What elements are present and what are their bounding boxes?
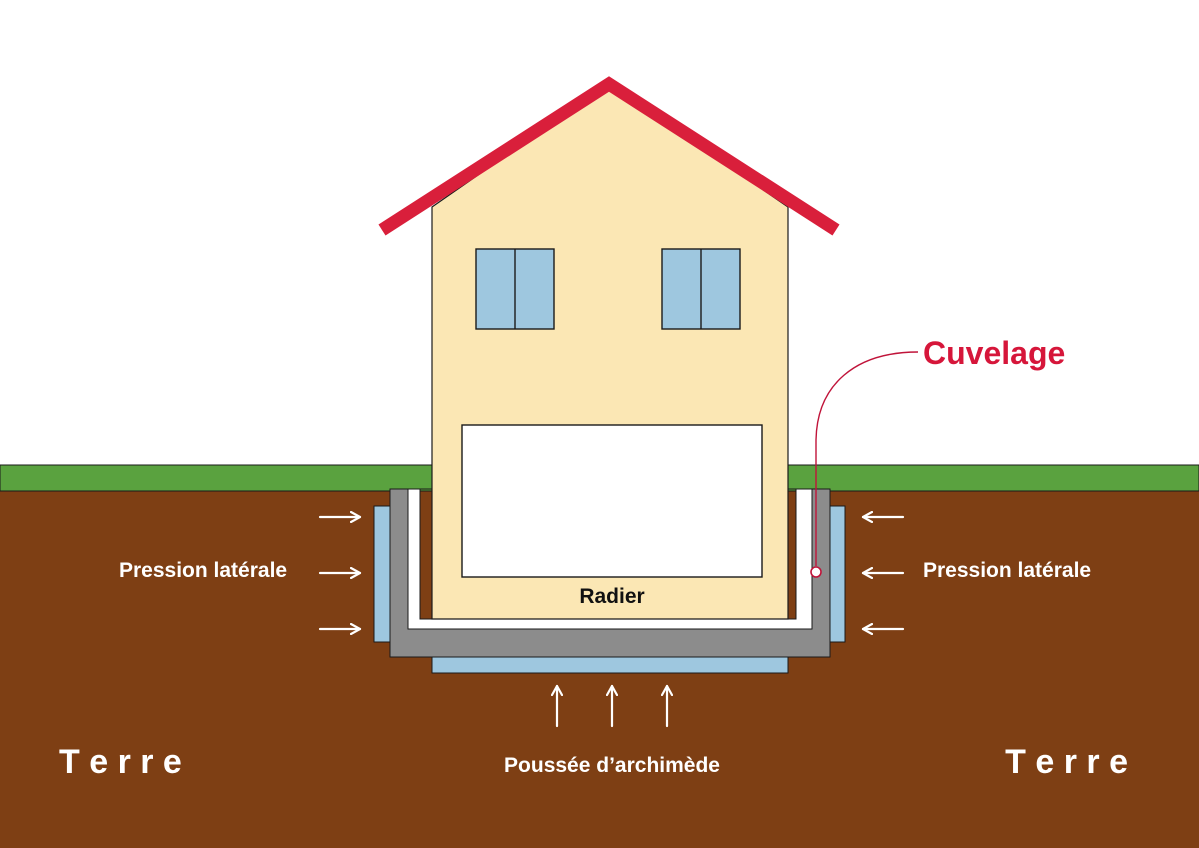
radier-label: Radier [579, 585, 644, 608]
inner-lining [407, 488, 813, 630]
window-left [475, 248, 555, 330]
garage-opening [461, 424, 763, 578]
membrane-right [828, 505, 846, 643]
terre-left-label: T e r r e [59, 743, 182, 781]
grass-right [787, 464, 1199, 492]
pression-laterale-left-label: Pression latérale [119, 559, 287, 582]
cuvelage-leader-line [815, 351, 919, 566]
poussee-archimede-label: Poussée d’archimède [504, 754, 720, 777]
grass-left [0, 464, 433, 492]
cuvelage-pointer-dot [810, 566, 822, 578]
cuvelage-label: Cuvelage [923, 335, 1065, 371]
window-right [661, 248, 741, 330]
membrane-left [373, 505, 391, 643]
roof [378, 76, 840, 236]
membrane-bottom [431, 656, 789, 674]
terre-right-label: T e r r e [1005, 743, 1128, 781]
pression-laterale-right-label: Pression latérale [923, 559, 1091, 582]
